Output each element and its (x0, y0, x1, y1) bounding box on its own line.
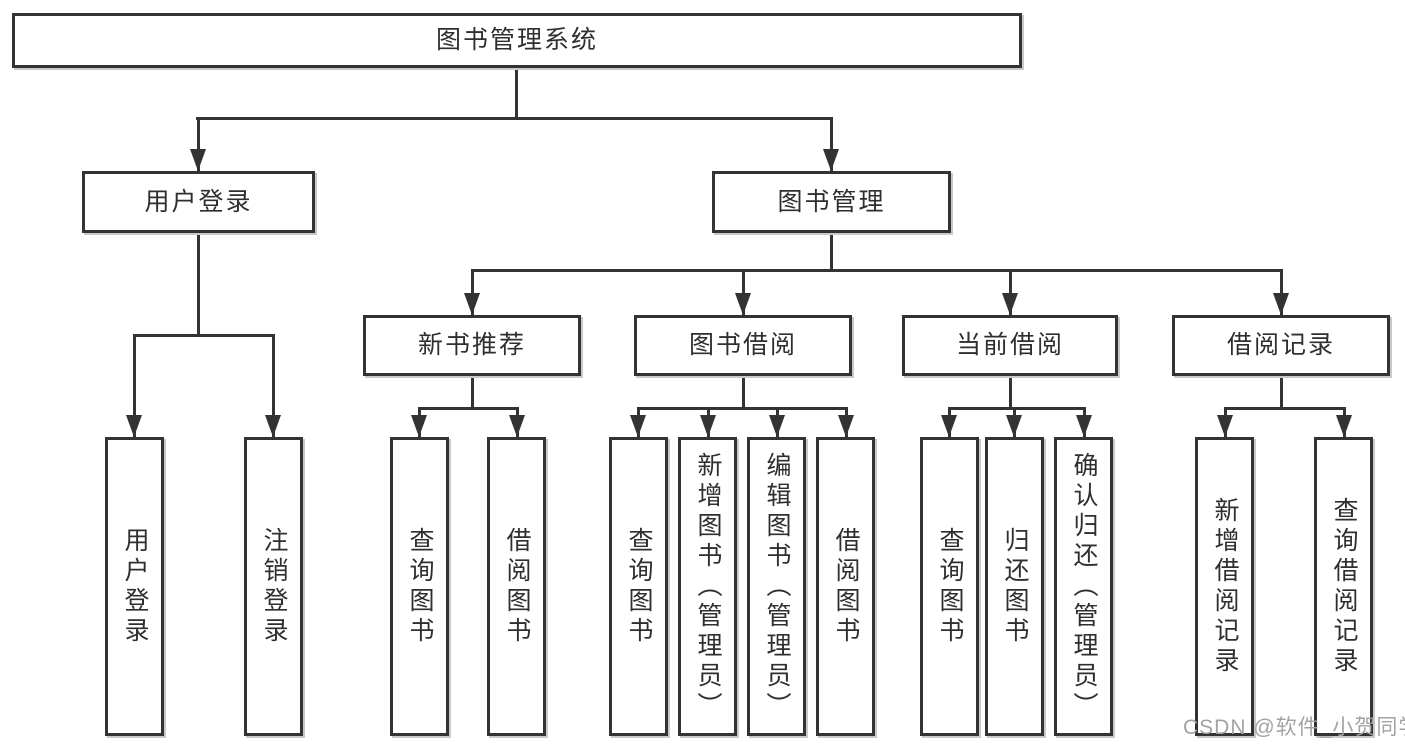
node-query-books-recommend: 查询图书 (390, 437, 449, 736)
node-label: 借阅图书 (503, 526, 531, 647)
arrow-down-icon (265, 415, 281, 437)
node-label: 新增图书（管理员） (694, 451, 722, 722)
arrow-down-icon (823, 149, 839, 171)
connector-book-management-branch (471, 269, 1282, 272)
node-label: 确认归还（管理员） (1070, 451, 1098, 722)
node-label: 当前借阅 (955, 331, 1064, 359)
arrow-down-icon (700, 415, 716, 437)
node-label: 编辑图书（管理员） (763, 451, 791, 722)
connector-arrow-line (133, 334, 136, 437)
node-query-books-borrow: 查询图书 (609, 437, 668, 736)
node-label: 用户登录 (121, 526, 149, 647)
node-current-borrow: 当前借阅 (902, 315, 1118, 376)
connector-borrow-record-branch (1224, 407, 1345, 410)
connector-recommend-stem (471, 376, 474, 407)
node-label: 借阅图书 (832, 526, 860, 647)
node-root: 图书管理系统 (12, 13, 1022, 68)
connector-recommend-branch (418, 407, 518, 410)
arrow-down-icon (769, 415, 785, 437)
node-label: 归还图书 (1001, 526, 1029, 647)
node-user-login: 用户登录 (82, 171, 315, 233)
connector-current-borrow-branch (948, 407, 1085, 410)
arrow-down-icon (1336, 415, 1352, 437)
node-borrow-books: 借阅图书 (816, 437, 875, 736)
connector-arrow-line (197, 117, 200, 171)
node-return-books: 归还图书 (985, 437, 1044, 736)
node-label: 图书管理 (777, 187, 886, 216)
connector-book-management-stem (830, 233, 833, 269)
connector-book-borrow-stem (742, 376, 745, 407)
arrow-down-icon (1076, 415, 1092, 437)
node-label: 查询图书 (625, 526, 653, 647)
watermark: CSDN @软件_小贺同学 (1183, 716, 1405, 739)
node-book-management: 图书管理 (712, 171, 951, 233)
node-label: 借阅记录 (1226, 331, 1335, 359)
arrow-down-icon (464, 293, 480, 315)
node-add-borrow-record: 新增借阅记录 (1195, 437, 1254, 736)
node-logout: 注销登录 (244, 437, 303, 736)
node-label: 图书借阅 (688, 331, 797, 359)
connector-user-login-stem (197, 233, 200, 334)
connector-root-stem (515, 68, 518, 118)
connector-borrow-record-stem (1280, 376, 1283, 407)
connector-user-login-branch (133, 334, 275, 337)
arrow-down-icon (1002, 293, 1018, 315)
node-label: 查询图书 (406, 526, 434, 647)
connector-arrow-line (742, 269, 745, 316)
arrow-down-icon (1006, 415, 1022, 437)
node-label: 用户登录 (144, 187, 253, 216)
arrow-down-icon (126, 415, 142, 437)
arrow-down-icon (630, 415, 646, 437)
connector-arrow-line (1009, 269, 1012, 316)
connector-book-borrow-branch (637, 407, 847, 410)
node-edit-books-admin: 编辑图书（管理员） (747, 437, 806, 736)
connector-arrow-line (1280, 269, 1283, 316)
connector-arrow-line (830, 117, 833, 171)
arrow-down-icon (411, 415, 427, 437)
node-new-book-recommend: 新书推荐 (363, 315, 581, 376)
arrow-down-icon (509, 415, 525, 437)
arrow-down-icon (838, 415, 854, 437)
node-login: 用户登录 (105, 437, 164, 736)
node-label: 查询图书 (936, 526, 964, 647)
connector-level1-branch (196, 117, 833, 120)
node-add-books-admin: 新增图书（管理员） (678, 437, 737, 736)
arrow-down-icon (190, 149, 206, 171)
node-query-borrow-record: 查询借阅记录 (1314, 437, 1373, 736)
node-borrow-record: 借阅记录 (1172, 315, 1390, 376)
arrow-down-icon (941, 415, 957, 437)
node-root-label: 图书管理系统 (435, 26, 598, 54)
node-confirm-return-admin: 确认归还（管理员） (1054, 437, 1113, 736)
arrow-down-icon (1217, 415, 1233, 437)
node-book-borrow: 图书借阅 (634, 315, 852, 376)
node-label: 新书推荐 (417, 331, 526, 359)
node-query-books-current: 查询图书 (920, 437, 979, 736)
connector-arrow-line (471, 269, 474, 316)
arrow-down-icon (1273, 293, 1289, 315)
connector-arrow-line (272, 334, 275, 437)
node-label: 注销登录 (260, 526, 288, 647)
node-label: 查询借阅记录 (1330, 496, 1358, 677)
arrow-down-icon (735, 293, 751, 315)
node-borrow-books-recommend: 借阅图书 (487, 437, 546, 736)
connector-current-borrow-stem (1009, 376, 1012, 407)
node-label: 新增借阅记录 (1211, 496, 1239, 677)
